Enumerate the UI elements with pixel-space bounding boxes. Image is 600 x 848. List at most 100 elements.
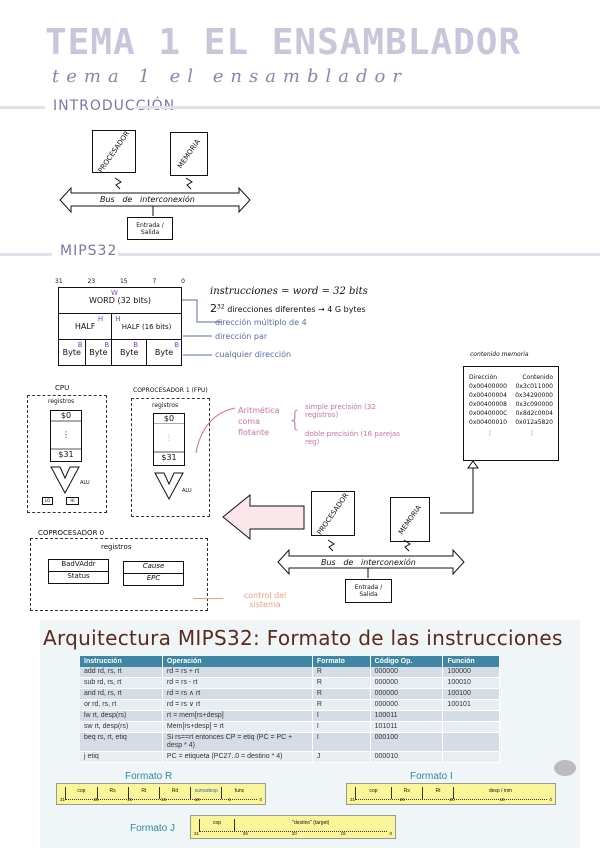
alu-label: ALU — [182, 488, 192, 494]
table-cell: and rd, rs, rt — [80, 688, 163, 700]
divider — [118, 253, 600, 256]
table-cell — [442, 721, 500, 733]
table-cell: add rd, rs, rt — [80, 667, 163, 678]
format-field: Rt — [421, 787, 453, 799]
register-31: $31 — [154, 451, 184, 462]
bit-ruler — [65, 799, 257, 800]
table-cell: Si rs==rt entonces CP = etiq (PC = PC + … — [162, 732, 313, 752]
table-cell — [442, 710, 500, 722]
arrow-line — [193, 598, 223, 599]
register-31: $31 — [51, 448, 81, 459]
processor-label: PROCESADOR — [96, 129, 132, 174]
table-cell — [442, 732, 500, 752]
bit-label: 15 — [119, 278, 128, 285]
table-cell: Mem[rs+desp] = rt — [162, 721, 313, 733]
memory-connector — [440, 460, 479, 514]
memory-box: MEMORIA — [390, 497, 430, 542]
cop0-label: COPROCESADOR 0 — [38, 529, 105, 537]
table-cell: PC = etiqueta (PC27..0 = destino * 4) — [162, 751, 313, 763]
table-cell: R — [312, 688, 371, 700]
note-float-arith: Aritmética coma flotante — [238, 406, 280, 437]
bus-label: Bus de interconexión — [321, 558, 416, 567]
format-field: desp / inm — [453, 787, 547, 799]
table-cell: 000100 — [370, 732, 444, 752]
table-cell: I — [312, 710, 371, 722]
table-cell — [442, 751, 500, 763]
column-header: Formato — [312, 656, 371, 667]
slide-title: Arquitectura MIPS32: Formato de las inst… — [43, 626, 563, 650]
note-instructions: instrucciones = word = 32 bits — [210, 286, 368, 297]
format-i-label: Formato I — [410, 771, 453, 782]
table-cell: R — [312, 699, 371, 711]
section-heading-intro: INTRODUCCIÓN — [53, 98, 176, 114]
table-cell: beq rs, rt, etiq — [80, 732, 163, 752]
page-title: TEMA 1 EL ENSAMBLADOR — [45, 22, 522, 63]
format-field: "destino" (target) — [233, 819, 387, 831]
status-register: Status — [67, 572, 90, 580]
memory-content-title: contenido memoria — [470, 351, 529, 358]
format-field: cop — [199, 819, 234, 831]
table-cell: rd = rs ∧ rt — [162, 688, 313, 700]
cpu-box: registros $0⋮$31 ALU LO HI — [27, 395, 107, 513]
brace: { — [288, 408, 302, 433]
badvaddr-register: BadVAddr — [49, 560, 108, 572]
table-cell: j etiq — [80, 751, 163, 763]
table-cell: 000000 — [370, 699, 444, 711]
table-cell: 100000 — [442, 667, 500, 678]
table-cell: 100100 — [442, 688, 500, 700]
lo-register: LO — [42, 497, 53, 505]
register-0: $0 — [51, 411, 81, 422]
table-cell: I — [312, 721, 371, 733]
bus-arrow — [277, 539, 465, 578]
curved-arrow — [195, 407, 236, 454]
divider — [0, 106, 45, 109]
alu-icon — [154, 472, 184, 500]
table-cell: 101011 — [370, 721, 444, 733]
edit-icon[interactable] — [554, 760, 576, 776]
format-field: Rs — [96, 787, 128, 799]
memory-ellipsis: ⋮⋮ — [487, 430, 535, 437]
table-cell: rd = rs - rt — [162, 677, 313, 689]
io-box: Entrada / Salida — [345, 579, 392, 603]
format-field: cop — [65, 787, 96, 799]
table-cell: lw rt, desp(rs) — [80, 710, 163, 722]
registers-label: registros — [101, 543, 132, 551]
cause-register: Cause — [124, 562, 183, 574]
table-cell: R — [312, 677, 371, 689]
note-byte-address: cualquier dirección — [215, 350, 292, 359]
bit-label: 0 — [181, 278, 185, 285]
page-title-script: tema 1 el ensamblador — [52, 66, 408, 87]
table-cell: 000010 — [370, 751, 444, 763]
format-j-label: Formato J — [130, 823, 176, 834]
table-cell: rd = rs + rt — [162, 667, 313, 678]
big-arrow-left — [222, 494, 305, 540]
fpu-label: COPROCESADOR 1 (FPU) — [133, 387, 208, 394]
processor-box: PROCESADOR — [92, 129, 136, 174]
note-double-precision: doble precisión (16 parejas reg) — [305, 430, 400, 446]
io-box: Entrada / Salida — [127, 217, 173, 240]
hi-register: HI — [66, 497, 79, 505]
column-header: Función — [442, 656, 500, 667]
memory-box: MEMORIA — [170, 132, 208, 176]
table-cell: 100101 — [442, 699, 500, 711]
processor-label: PROCESADOR — [315, 491, 351, 536]
bit-ruler — [355, 799, 547, 800]
